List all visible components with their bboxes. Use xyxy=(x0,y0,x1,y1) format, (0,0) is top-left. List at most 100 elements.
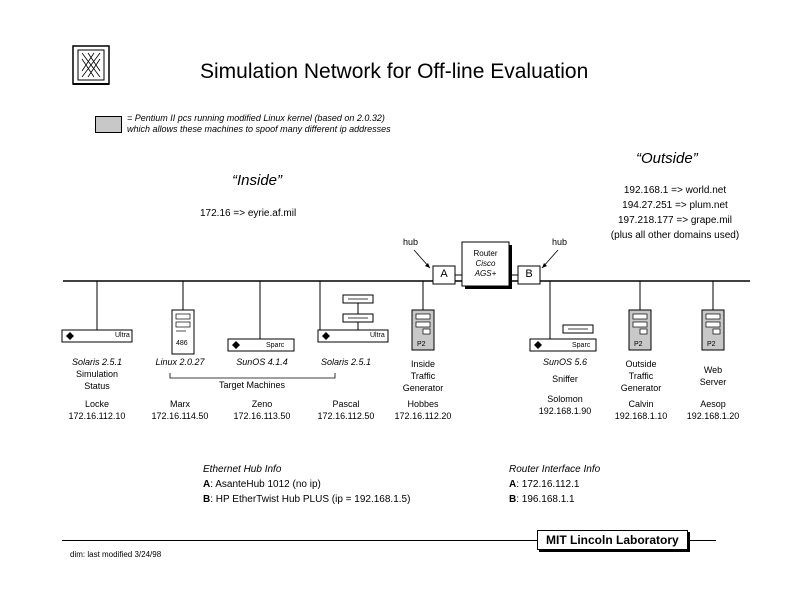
hub-a-info: : AsanteHub 1012 (no ip) xyxy=(210,479,321,490)
host-role: Generator xyxy=(402,383,444,393)
ethernet-hub-info: Ethernet Hub Info A: AsanteHub 1012 (no … xyxy=(203,462,410,507)
host-pascal: Solaris 2.5.1 xyxy=(301,356,391,368)
mit-lincoln-lab-label: MIT Lincoln Laboratory xyxy=(537,530,688,550)
zeno-tag: Sparc xyxy=(266,342,285,349)
router-b-info: : 196.168.1.1 xyxy=(516,494,575,505)
footer-rule xyxy=(62,540,716,541)
router-interface-info-heading: Router Interface Info xyxy=(509,464,601,475)
host-ip: 172.16.114.50 xyxy=(151,411,209,421)
inside-domain: 172.16 => eyrie.af.mil xyxy=(200,208,297,219)
host-name: Locke xyxy=(84,399,110,409)
host-locke: Solaris 2.5.1 Simulation Status Locke 17… xyxy=(52,356,142,422)
host-ip: 192.168.1.10 xyxy=(614,411,668,421)
host-aesop: Web Server Aesop 192.168.1.20 xyxy=(668,364,758,422)
host-role: Status xyxy=(84,381,110,391)
hub-b-caption: hub xyxy=(552,237,568,247)
host-role: Traffic xyxy=(628,371,654,381)
outside-domain-2: 194.27.251 => plum.net xyxy=(622,200,728,211)
pascal-workstation xyxy=(317,294,389,343)
host-solomon: SunOS 5.6 Sniffer Solomon 192.168.1.90 xyxy=(520,356,610,417)
router-interface-info: Router Interface Info A: 172.16.112.1 B:… xyxy=(509,462,600,507)
hobbes-tag: P2 xyxy=(417,341,426,348)
router-line-1: Router xyxy=(473,249,498,258)
host-os: Linux 2.0.27 xyxy=(155,357,205,367)
router-a-key: A xyxy=(509,479,517,490)
host-name: Pascal xyxy=(332,399,360,409)
host-role: Sniffer xyxy=(552,374,578,384)
host-name: Solomon xyxy=(547,394,583,404)
host-name: Zeno xyxy=(251,399,273,409)
hub-b-key: B xyxy=(203,494,211,505)
host-ip: 192.168.1.20 xyxy=(686,411,740,421)
host-pascal-id: Pascal 172.16.112.50 xyxy=(301,398,391,422)
host-zeno-id: Zeno 172.16.113.50 xyxy=(217,398,307,422)
target-machines-label: Target Machines xyxy=(218,380,286,390)
marx-tower xyxy=(171,309,195,355)
solomon-workstation xyxy=(529,324,597,352)
outside-heading: “Outside” xyxy=(636,150,698,167)
ethernet-hub-info-heading: Ethernet Hub Info xyxy=(203,464,282,475)
calvin-tower xyxy=(628,309,652,351)
host-role: Web xyxy=(703,365,723,375)
host-role: Simulation xyxy=(75,369,119,379)
aesop-tag: P2 xyxy=(707,341,716,348)
host-hobbes: Inside Traffic Generator Hobbes 172.16.1… xyxy=(378,358,468,422)
host-os: SunOS 5.6 xyxy=(542,357,588,367)
hub-b-label: B xyxy=(525,268,533,280)
host-ip: 192.168.1.90 xyxy=(538,406,592,416)
host-role: Traffic xyxy=(410,371,436,381)
legend-line-2: which allows these machines to spoof man… xyxy=(127,124,391,134)
hub-b-info: : HP EtherTwist Hub PLUS (ip = 192.168.1… xyxy=(210,494,411,505)
inside-heading: “Inside” xyxy=(232,172,283,189)
legend-line-1: = Pentium II pcs running modified Linux … xyxy=(127,113,385,123)
zeno-workstation xyxy=(227,338,295,352)
outside-domain-1: 192.168.1 => world.net xyxy=(623,185,727,196)
pascal-tag: Ultra xyxy=(370,332,385,339)
host-name: Marx xyxy=(170,399,190,409)
host-ip: 172.16.113.50 xyxy=(233,411,291,421)
router-label: Router Cisco AGS+ xyxy=(462,249,509,279)
target-machines-brace xyxy=(169,373,336,379)
router-line-3: AGS+ xyxy=(474,269,497,278)
hub-a-label: A xyxy=(440,268,448,280)
outside-domain-3: 197.218.177 => grape.mil xyxy=(618,215,732,226)
host-os: Solaris 2.5.1 xyxy=(71,357,123,367)
aesop-tower xyxy=(701,309,725,351)
host-role: Server xyxy=(699,377,727,387)
host-marx-id: Marx 172.16.114.50 xyxy=(135,398,225,422)
host-role: Outside xyxy=(625,359,657,369)
router-box xyxy=(461,241,510,287)
outside-domains: 192.168.1 => world.net 194.27.251 => plu… xyxy=(590,183,760,243)
page-title: Simulation Network for Off-line Evaluati… xyxy=(200,60,589,83)
router-a-info: : 172.16.112.1 xyxy=(516,479,580,490)
host-marx: Linux 2.0.27 xyxy=(135,356,225,368)
hub-a-key: A xyxy=(203,479,211,490)
host-name: Hobbes xyxy=(407,399,439,409)
calvin-tag: P2 xyxy=(634,341,643,348)
outside-domain-4: (plus all other domains used) xyxy=(610,230,740,241)
host-role: Generator xyxy=(620,383,662,393)
host-os: Solaris 2.5.1 xyxy=(320,357,372,367)
solomon-tag: Sparc xyxy=(572,342,591,349)
host-name: Calvin xyxy=(628,399,654,409)
host-calvin: Outside Traffic Generator Calvin 192.168… xyxy=(596,358,686,422)
legend-text: = Pentium II pcs running modified Linux … xyxy=(127,113,391,135)
hobbes-tower xyxy=(411,309,435,351)
host-role: Inside xyxy=(410,359,436,369)
host-ip: 172.16.112.20 xyxy=(394,411,452,421)
locke-workstation xyxy=(61,329,133,343)
hub-a-caption: hub xyxy=(403,237,419,247)
host-ip: 172.16.112.10 xyxy=(68,411,126,421)
lincoln-logo xyxy=(72,45,110,85)
marx-tag: 486 xyxy=(176,340,188,347)
host-zeno: SunOS 4.1.4 xyxy=(217,356,307,368)
locke-tag: Ultra xyxy=(115,332,130,339)
router-line-2: Cisco xyxy=(475,259,496,268)
last-modified-note: dim: last modified 3/24/98 xyxy=(70,550,162,559)
legend-swatch xyxy=(95,116,122,133)
host-ip: 172.16.112.50 xyxy=(317,411,375,421)
host-name: Aesop xyxy=(700,399,726,409)
router-b-key: B xyxy=(509,494,517,505)
host-os: SunOS 4.1.4 xyxy=(236,357,288,367)
